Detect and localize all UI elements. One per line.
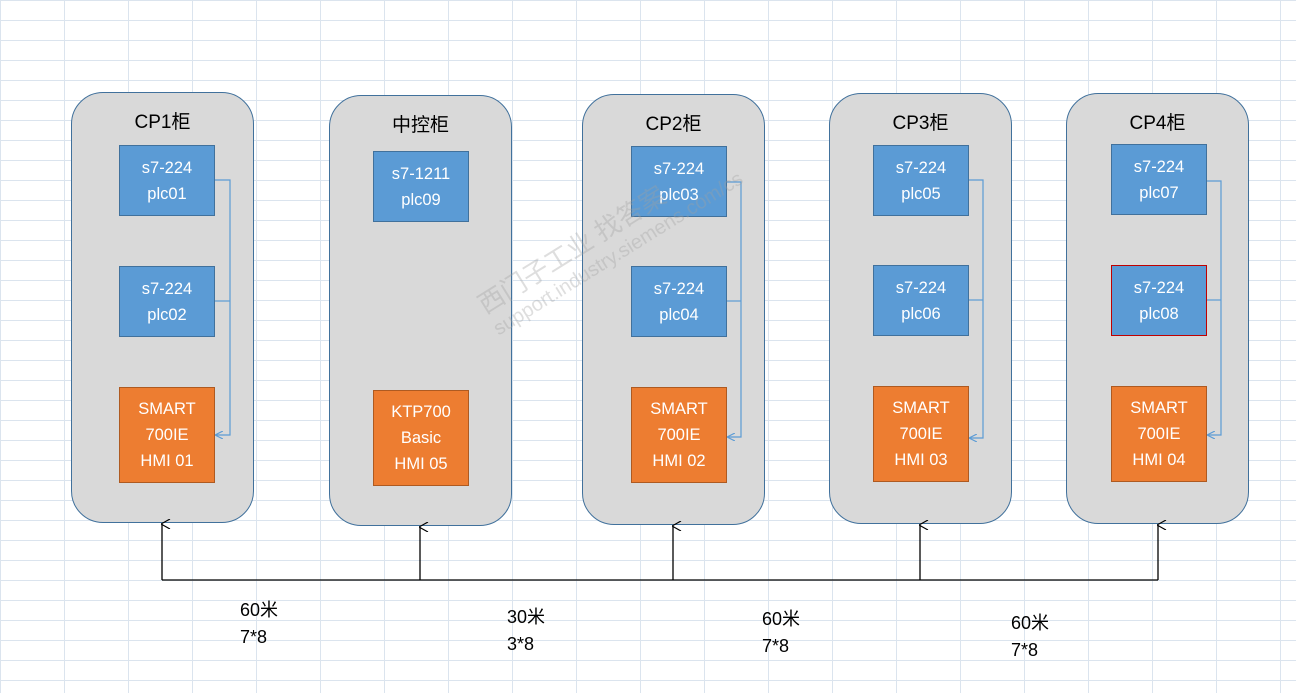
link-label-4: 60米 7*8 [1011,610,1049,664]
hmi-line1: SMART [650,400,708,418]
link-length: 60米 [1011,613,1050,633]
plc05-box: s7-224 plc05 [873,145,969,216]
hmi02-box: SMART 700IE HMI 02 [631,387,727,483]
plc06-box: s7-224 plc06 [873,265,969,336]
link-label-1: 60米 7*8 [240,597,278,651]
plc-model: s7-224 [895,278,947,297]
hmi-line1: SMART [138,400,196,418]
plc-model: s7-224 [895,158,947,177]
cabinet-title: CP2柜 [645,114,702,135]
plc-model: s7-224 [653,159,705,178]
plc-name: plc05 [901,184,941,203]
hmi-line2: 700IE [657,426,701,444]
plc07-box: s7-224 plc07 [1111,144,1207,215]
hmi03-box: SMART 700IE HMI 03 [873,386,969,482]
link-cable: 7*8 [240,627,268,647]
cabinet-title: CP4柜 [1129,113,1186,134]
plc01-box: s7-224 plc01 [119,145,215,216]
hmi-line3: HMI 02 [652,452,706,470]
plc-model: s7-224 [653,279,705,298]
link-length: 60米 [240,600,279,620]
hmi-line3: HMI 05 [394,455,448,473]
hmi-line2: 700IE [145,426,189,444]
hmi04-box: SMART 700IE HMI 04 [1111,386,1207,482]
link-length: 60米 [762,609,801,629]
plc03-box: s7-224 plc03 [631,146,727,217]
plc-name: plc07 [1139,183,1179,202]
cabinet-title: CP1柜 [134,112,191,133]
plc-model: s7-224 [141,279,193,298]
plc09-box: s7-1211 plc09 [373,151,469,222]
hmi-line3: HMI 03 [894,451,948,469]
plc-name: plc06 [901,304,941,323]
plc-name: plc03 [659,185,699,204]
link-cable: 3*8 [507,634,535,654]
hmi05-box: KTP700 Basic HMI 05 [373,390,469,486]
plc-model: s7-224 [1133,157,1185,176]
plc02-box: s7-224 plc02 [119,266,215,337]
cabinet-title: CP3柜 [892,113,949,134]
plc08-box: s7-224 plc08 [1111,265,1207,336]
plc-model: s7-224 [1133,278,1185,297]
plc-name: plc08 [1139,304,1179,323]
hmi-line3: HMI 01 [140,452,194,470]
hmi-line1: KTP700 [391,403,451,421]
hmi01-box: SMART 700IE HMI 01 [119,387,215,483]
cabinet-title: 中控柜 [391,115,449,136]
link-label-2: 30米 3*8 [507,604,545,658]
hmi-line2: 700IE [899,425,943,443]
plc-name: plc01 [147,184,187,203]
hmi-line2: Basic [400,429,442,447]
link-label-3: 60米 7*8 [762,606,800,660]
plc-name: plc04 [659,305,699,324]
hmi-line3: HMI 04 [1132,451,1186,469]
hmi-line2: 700IE [1137,425,1181,443]
hmi-line1: SMART [892,399,950,417]
link-cable: 7*8 [1011,640,1039,660]
link-cable: 7*8 [762,636,790,656]
hmi-line1: SMART [1130,399,1188,417]
plc-model: s7-224 [141,158,193,177]
plc-name: plc09 [401,190,441,209]
plc-model: s7-1211 [391,164,451,183]
link-length: 30米 [507,607,546,627]
plc04-box: s7-224 plc04 [631,266,727,337]
plc-name: plc02 [147,305,187,324]
